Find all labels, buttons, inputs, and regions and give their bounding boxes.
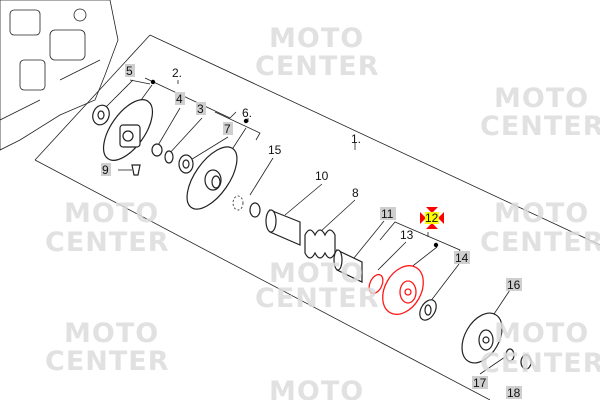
watermark-text: MOTO [269, 376, 364, 400]
pulley-half-2 [102, 99, 154, 161]
label-16[interactable]: 16 [507, 278, 521, 292]
bushing-4 [151, 143, 163, 157]
label-7[interactable]: 7 [224, 122, 231, 136]
label-17[interactable]: 17 [473, 376, 487, 390]
sleeve-10 [265, 209, 301, 246]
label-3[interactable]: 3 [197, 102, 204, 116]
part-labels: 5 2. 4 3 6. 7 15 10 1. 8 9 11 12 13 14 1… [101, 64, 522, 400]
label-1[interactable]: 1. [351, 132, 361, 146]
watermark-text: CENTER [45, 346, 170, 377]
watermark-text: MOTO [494, 83, 589, 114]
label-14[interactable]: 14 [455, 251, 469, 265]
watermark-text: CENTER [480, 0, 600, 2]
washer-17 [505, 348, 515, 362]
watermark-text: MOTO [64, 198, 159, 229]
ring-13 [368, 273, 384, 295]
watermark-text: MOTO [494, 198, 589, 229]
watermark-text: CENTER [255, 283, 380, 314]
label-15[interactable]: 15 [268, 143, 282, 157]
watermarks: MOTOCENTERCENTERMOTOCENTERMOTOCENTERMOTO… [45, 0, 600, 400]
nut-18 [520, 354, 532, 370]
watermark-text: MOTO [494, 318, 589, 349]
parts [92, 79, 532, 370]
seal-15 [232, 195, 261, 218]
sleeve-11 [333, 249, 363, 283]
watermark-text: CENTER [480, 111, 600, 142]
label-2[interactable]: 2. [172, 66, 182, 80]
highlight-marker-icon [420, 207, 444, 229]
watermark-text: MOTO [269, 23, 364, 54]
leader-lines [102, 79, 511, 375]
label-18[interactable]: 18 [507, 386, 521, 400]
label-9[interactable]: 9 [102, 163, 109, 177]
label-4[interactable]: 4 [176, 92, 183, 106]
pulley-half-6 [186, 146, 238, 210]
label-8[interactable]: 8 [352, 186, 359, 200]
engine-casing [0, 0, 119, 151]
washer-14 [419, 299, 437, 321]
watermark-text: CENTER [45, 227, 170, 258]
spring-8 [304, 229, 336, 259]
clutch-bell-16 [461, 312, 503, 364]
watermark-text: CENTER [255, 51, 380, 82]
label-5[interactable]: 5 [126, 64, 133, 78]
bearing-7 [178, 154, 194, 174]
bearing-5 [92, 104, 110, 126]
watermark-text: CENTER [480, 227, 600, 258]
watermark-text: CENTER [480, 348, 600, 379]
label-10[interactable]: 10 [315, 169, 329, 183]
assembly-bracket [34, 34, 600, 400]
label-13[interactable]: 13 [400, 228, 414, 242]
label-6[interactable]: 6. [242, 106, 252, 120]
bolt-9 [131, 164, 141, 176]
label-12[interactable]: 12 [425, 211, 439, 225]
ring-3 [164, 150, 174, 164]
clutch-12 [382, 265, 424, 315]
label-11[interactable]: 11 [381, 207, 394, 221]
watermark-text: MOTO [64, 318, 159, 349]
